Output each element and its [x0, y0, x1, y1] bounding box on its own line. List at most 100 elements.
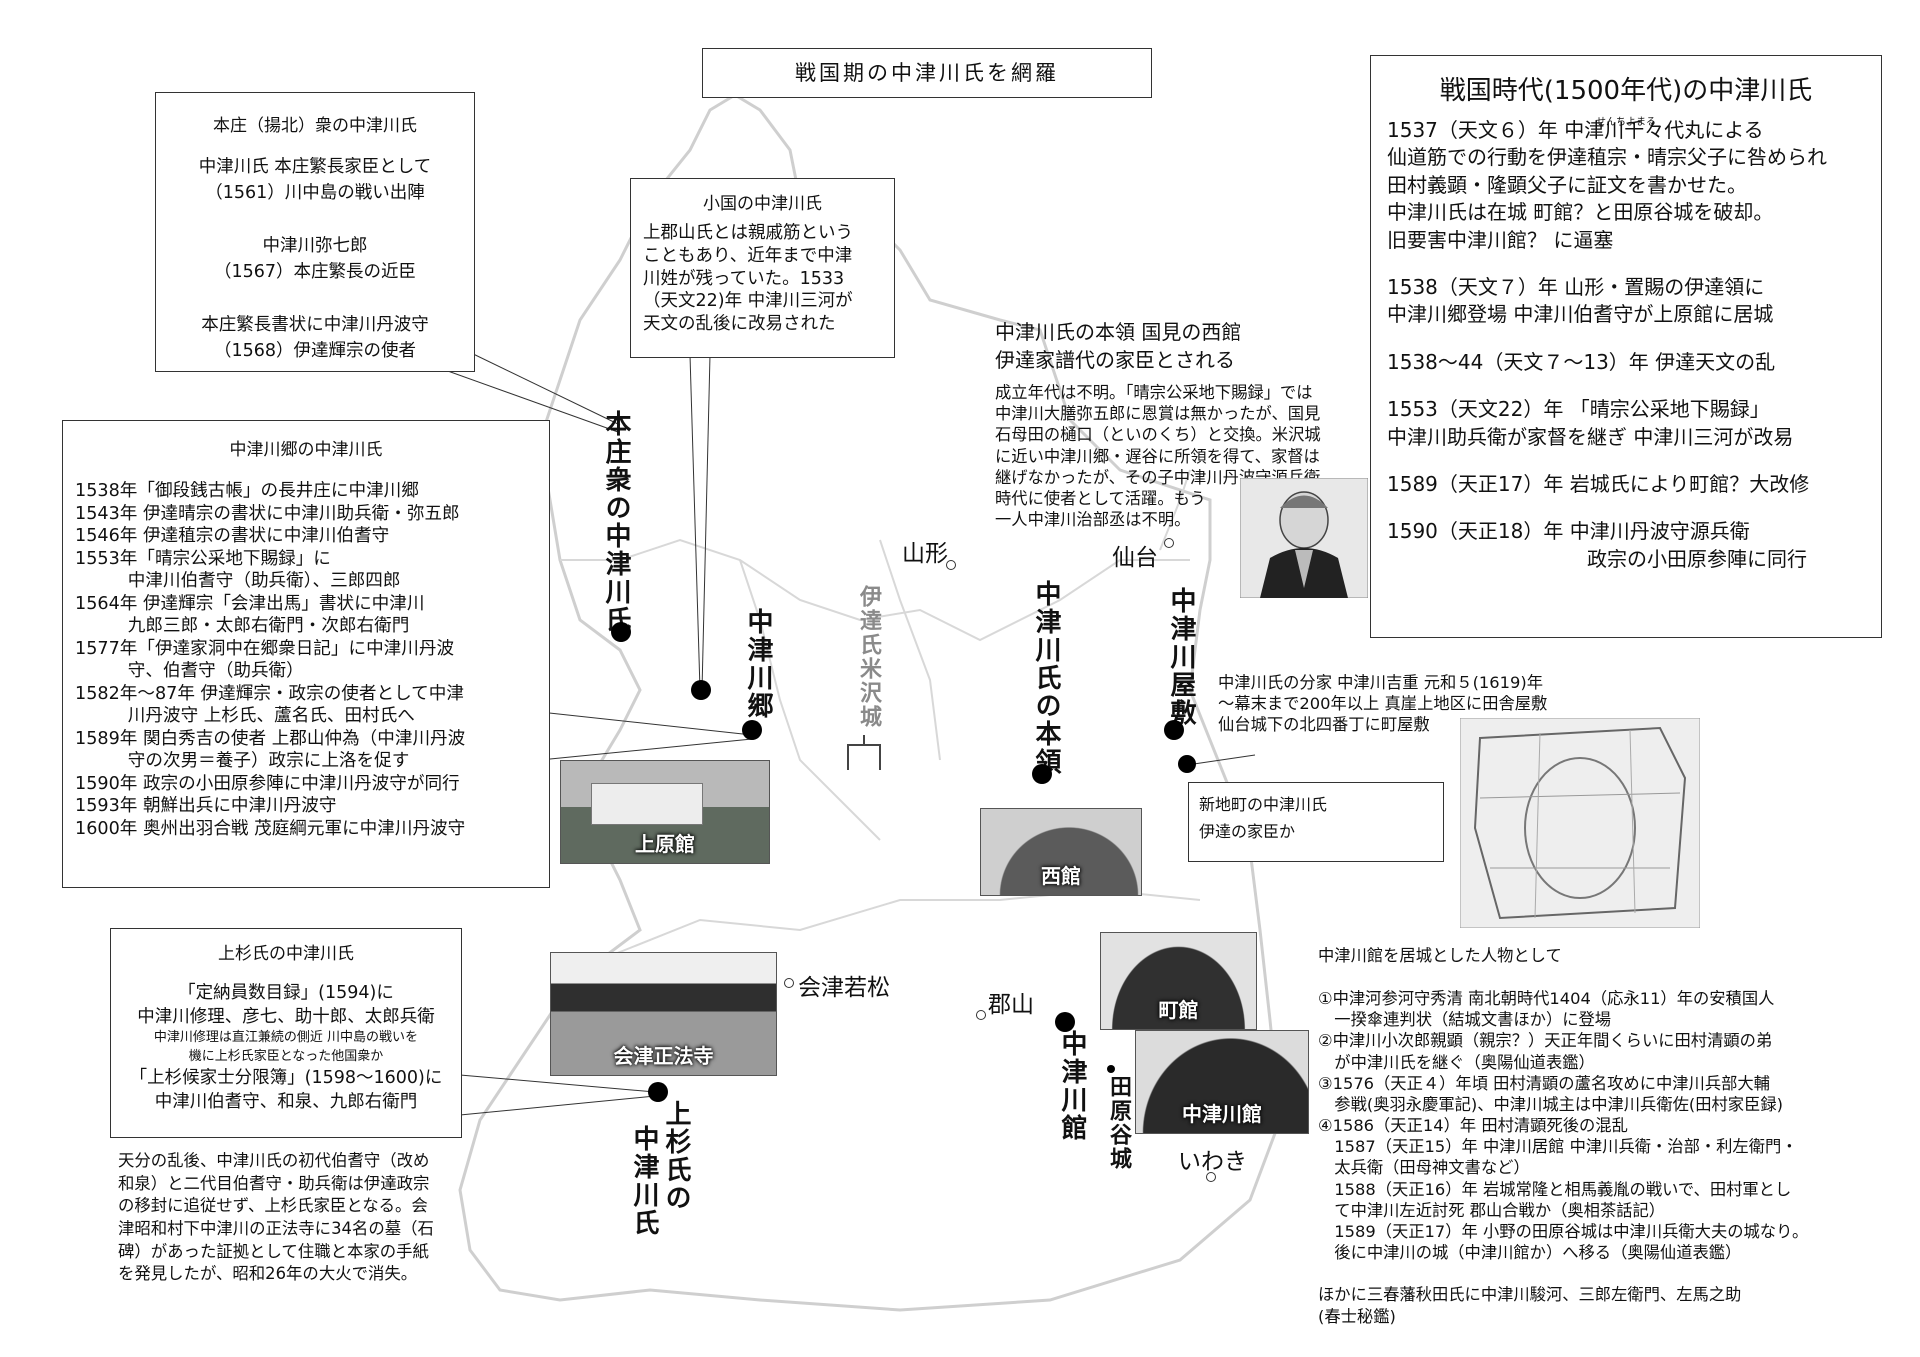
nakatsugawago-line: 1589年 関白秀吉の使者 上郡山仲為（中津川丹波: [75, 728, 466, 749]
label-taharaya: 田原谷城: [1106, 1075, 1131, 1171]
kyojo-note: 中津川館を居城とした人物として ①中津河参河守秀清 南北朝時代1404（応永11…: [1318, 942, 1918, 1327]
kyojo-line: ③1576（天正４）年頃 田村清顕の蘆名攻めに中津川兵部大輔: [1318, 1073, 1770, 1093]
kyojo-line: ①中津河参河守秀清 南北朝時代1404（応永11）年の安積国人: [1318, 989, 1775, 1008]
timeline-entry: 1537（天文６）年 中津川千々代丸による仙道筋での行動を伊達稙宗・晴宗父子に咎…: [1387, 117, 1865, 254]
nakatsugawago-line: 1553年「晴宗公采地下賜録」に: [75, 548, 331, 569]
sengoku-timeline-panel: 戦国時代(1500年代)の中津川氏 せんちよまる 1537（天文６）年 中津川千…: [1370, 55, 1882, 638]
kyojo-line: [1318, 1263, 1918, 1284]
kyojo-line: (春士秘鑑): [1318, 1306, 1396, 1326]
honryo-title-line: 伊達家譜代の家臣とされる: [995, 348, 1235, 372]
marker-honryo: [1032, 764, 1052, 784]
oguni-line: 天文の乱後に改易された: [643, 314, 836, 334]
honryo-line: 継げなかったが、その子中津川丹波守源兵衛: [995, 467, 1321, 487]
honjo-line: 中津川氏 本庄繁長家臣として: [198, 157, 432, 177]
photo-caption-machi: 町館: [1158, 998, 1199, 1022]
photo-machi: 町館: [1100, 932, 1257, 1030]
photo-nakatsugawa: 中津川館: [1135, 1030, 1309, 1134]
photo-caption-aizu-shobo: 会津正法寺: [613, 1044, 714, 1068]
honryo-line: 中津川大膳弥五郎に恩賞は無かったが、国見: [995, 404, 1321, 424]
nakatsugawago-line: 1564年 伊達輝宗「会津出馬」書状に中津川: [75, 593, 425, 614]
timeline-line: 1553（天文22）年 「晴宗公采地下賜録」: [1387, 397, 1770, 422]
uesugi-small-line: 中津川修理は直江兼続の側近 川中島の戦いを: [153, 1030, 419, 1046]
photo-caption-nakatsugawa: 中津川館: [1182, 1102, 1262, 1126]
marker-oguni: [691, 680, 711, 700]
uesugi-box: 上杉氏の中津川氏 「定納員数目録」(1594)に中津川修理、彦七、助十郎、太郎兵…: [110, 928, 462, 1138]
kyojo-title: 中津川館を居城とした人物として: [1318, 946, 1562, 965]
honjo-line: 本庄繁長書状に中津川丹波守: [201, 314, 429, 335]
timeline-entry: 1538～44（天文７～13）年 伊達天文の乱: [1387, 349, 1865, 376]
kyojo-line: 1588（天正16）年 岩城常隆と相馬義胤の戦いで、田村軍とし: [1318, 1179, 1792, 1199]
photo-uehara: 上原館: [560, 760, 770, 864]
kyojo-line: 1587（天正15）年 中津川居館 中津川兵衛・治部・利左衛門・: [1318, 1137, 1798, 1157]
city-yamagata-marker: [946, 560, 956, 570]
kyojo-line: ほかに三春藩秋田氏に中津川駿河、三郎左衛門、左馬之助: [1318, 1285, 1742, 1305]
marker-nakatsugawa-kan: [1055, 1012, 1075, 1032]
timeline-line: 中津川郷登場 中津川伯耆守が上原館に居城: [1387, 302, 1774, 327]
uesugi-line: 「定納員数目録」(1594)に: [178, 983, 394, 1003]
honryo-line: に近い中津川郷・遅谷に所領を得て、家督は: [995, 446, 1320, 466]
kyojo-line: て中津川左近討死 郡山合戦か（奥相茶話記）: [1318, 1200, 1666, 1220]
shinchi-box: 新地町の中津川氏伊達の家臣か: [1188, 782, 1444, 862]
kyojo-line: 1589（天正17）年 小野の田原谷城は中津川兵衛大夫の城なり。: [1318, 1221, 1809, 1241]
city-aizu: 会津若松: [798, 975, 890, 1001]
honjo-line: [166, 207, 464, 233]
nakatsugawago-line: 中津川伯耆守（助兵衛）、三郎四郎: [75, 571, 401, 592]
uesugi-line: 「上杉候家士分限簿」(1598～1600)に: [129, 1067, 443, 1088]
label-honryo: 中津川氏の本領: [1031, 580, 1061, 776]
kyojo-line: 一揆傘連判状（結城文書ほか）に登場: [1318, 1010, 1612, 1030]
portrait-image: [1240, 478, 1368, 598]
oguni-line: （天文22)年 中津川三河が: [643, 291, 853, 312]
nakatsugawago-line: 1600年 奥州出羽合戦 茂庭綱元軍に中津川丹波守: [75, 818, 466, 839]
honjo-title: 本庄（揚北）衆の中津川氏: [213, 116, 417, 136]
city-sendai: 仙台: [1112, 545, 1158, 571]
bunke-line: ～幕末まで200年以上 真崖上地区に田舎屋敷: [1218, 694, 1548, 714]
city-sendai-marker: [1164, 538, 1174, 548]
uesugi-lines2: 「上杉候家士分限簿」(1598～1600)に中津川伯耆守、和泉、九郎右衛門: [117, 1067, 455, 1114]
timeline-line: 1538～44（天文７～13）年 伊達天文の乱: [1387, 349, 1776, 374]
ruby-text: せんちよまる: [1596, 117, 1656, 128]
city-yamagata: 山形: [902, 541, 948, 567]
marker-uesugi: [648, 1082, 668, 1102]
timeline-line: 中津川氏は在城 町館？と田原谷城を破却。: [1387, 200, 1774, 225]
nakatsugawago-line: 1590年 政宗の小田原参陣に中津川丹波守が同行: [75, 773, 460, 794]
nakatsugawago-line: 1593年 朝鮮出兵に中津川丹波守: [75, 796, 337, 817]
uesugi-note-line: 天分の乱後、中津川氏の初代伯耆守（改め: [118, 1151, 430, 1170]
timeline-line: 1590（天正18）年 中津川丹波守源兵衛: [1387, 519, 1750, 544]
uesugi-small-line: 機に上杉氏家臣となった他国衆か: [188, 1049, 384, 1065]
timeline-line: 旧要害中津川館？ に逼塞: [1387, 227, 1614, 252]
page-title: 戦国期の中津川氏を網羅: [795, 61, 1059, 85]
kyojo-line: 後に中津川の城（中津川館か）へ移る（奥陽仙道表鑑）: [1318, 1243, 1742, 1263]
honryo-line: 一人中津川治部丞は不明。: [995, 510, 1191, 530]
honryo-title-line: 中津川氏の本領 国見の西館: [995, 320, 1242, 344]
bunke-line: 中津川氏の分家 中津川吉重 元和５(1619)年: [1218, 673, 1543, 692]
timeline-line: 政宗の小田原参陣に同行: [1587, 546, 1807, 571]
nakatsugawago-line: 守、伯耆守（助兵衛）: [75, 661, 304, 682]
bunke-note: 中津川氏の分家 中津川吉重 元和５(1619)年 ～幕末まで200年以上 真崖上地…: [1218, 672, 1547, 736]
nakatsugawago-line: 1538年「御段銭古帳」の長井庄に中津川郷: [75, 481, 419, 501]
label-uesugi-2: 中津川氏: [629, 1125, 659, 1237]
label-nakatsugawa-kan: 中津川館: [1057, 1030, 1087, 1142]
marker-taharaya: [1107, 1065, 1115, 1073]
oguni-lines: 上郡山氏とは親戚筋ということもあり、近年まで中津川姓が残っていた。1533（天文…: [643, 222, 882, 336]
honryo-lines: 成立年代は不明。「晴宗公采地下賜録」では中津川大膳弥五郎に恩賞は無かったが、国見…: [995, 382, 1375, 530]
timeline-entries: 1537（天文６）年 中津川千々代丸による仙道筋での行動を伊達稙宗・晴宗父子に咎…: [1387, 117, 1865, 573]
old-map-image: [1460, 718, 1700, 928]
kyojo-line: 太兵衛（田母神文書など）: [1318, 1158, 1530, 1178]
nakatsugawago-line: 1577年「伊達家洞中在郷衆日記」に中津川丹波: [75, 638, 455, 659]
uesugi-note-line: を発見したが、昭和26年の大火で消失。: [118, 1264, 418, 1284]
kyojo-line: ②中津川小次郎親顕（親宗？）天正年間くらいに田村清顕の弟: [1318, 1031, 1773, 1051]
label-honjo: 本庄衆の中津川氏: [601, 410, 631, 634]
honjo-line: （1567）本庄繁長の近臣: [213, 262, 417, 282]
timeline-line: 中津川助兵衛が家督を継ぎ 中津川三河が改易: [1387, 424, 1794, 449]
honjo-line: （1568）伊達輝宗の使者: [213, 340, 417, 361]
marker-go: [742, 720, 762, 740]
photo-caption-nishi: 西館: [1041, 864, 1081, 888]
marker-honjo: [611, 622, 631, 642]
nakatsugawago-title: 中津川郷の中津川氏: [229, 440, 383, 460]
timeline-line: 1589（天正17）年 岩城氏により町館？大改修: [1387, 471, 1810, 496]
kyojo-line: 参戦(奥羽永慶軍記)、中津川城主は中津川兵衛佐(田村家臣録): [1318, 1094, 1784, 1114]
label-uesugi-1: 上杉氏の: [661, 1100, 691, 1212]
oguni-box: 小国の中津川氏 上郡山氏とは親戚筋ということもあり、近年まで中津川姓が残っていた…: [630, 178, 895, 358]
